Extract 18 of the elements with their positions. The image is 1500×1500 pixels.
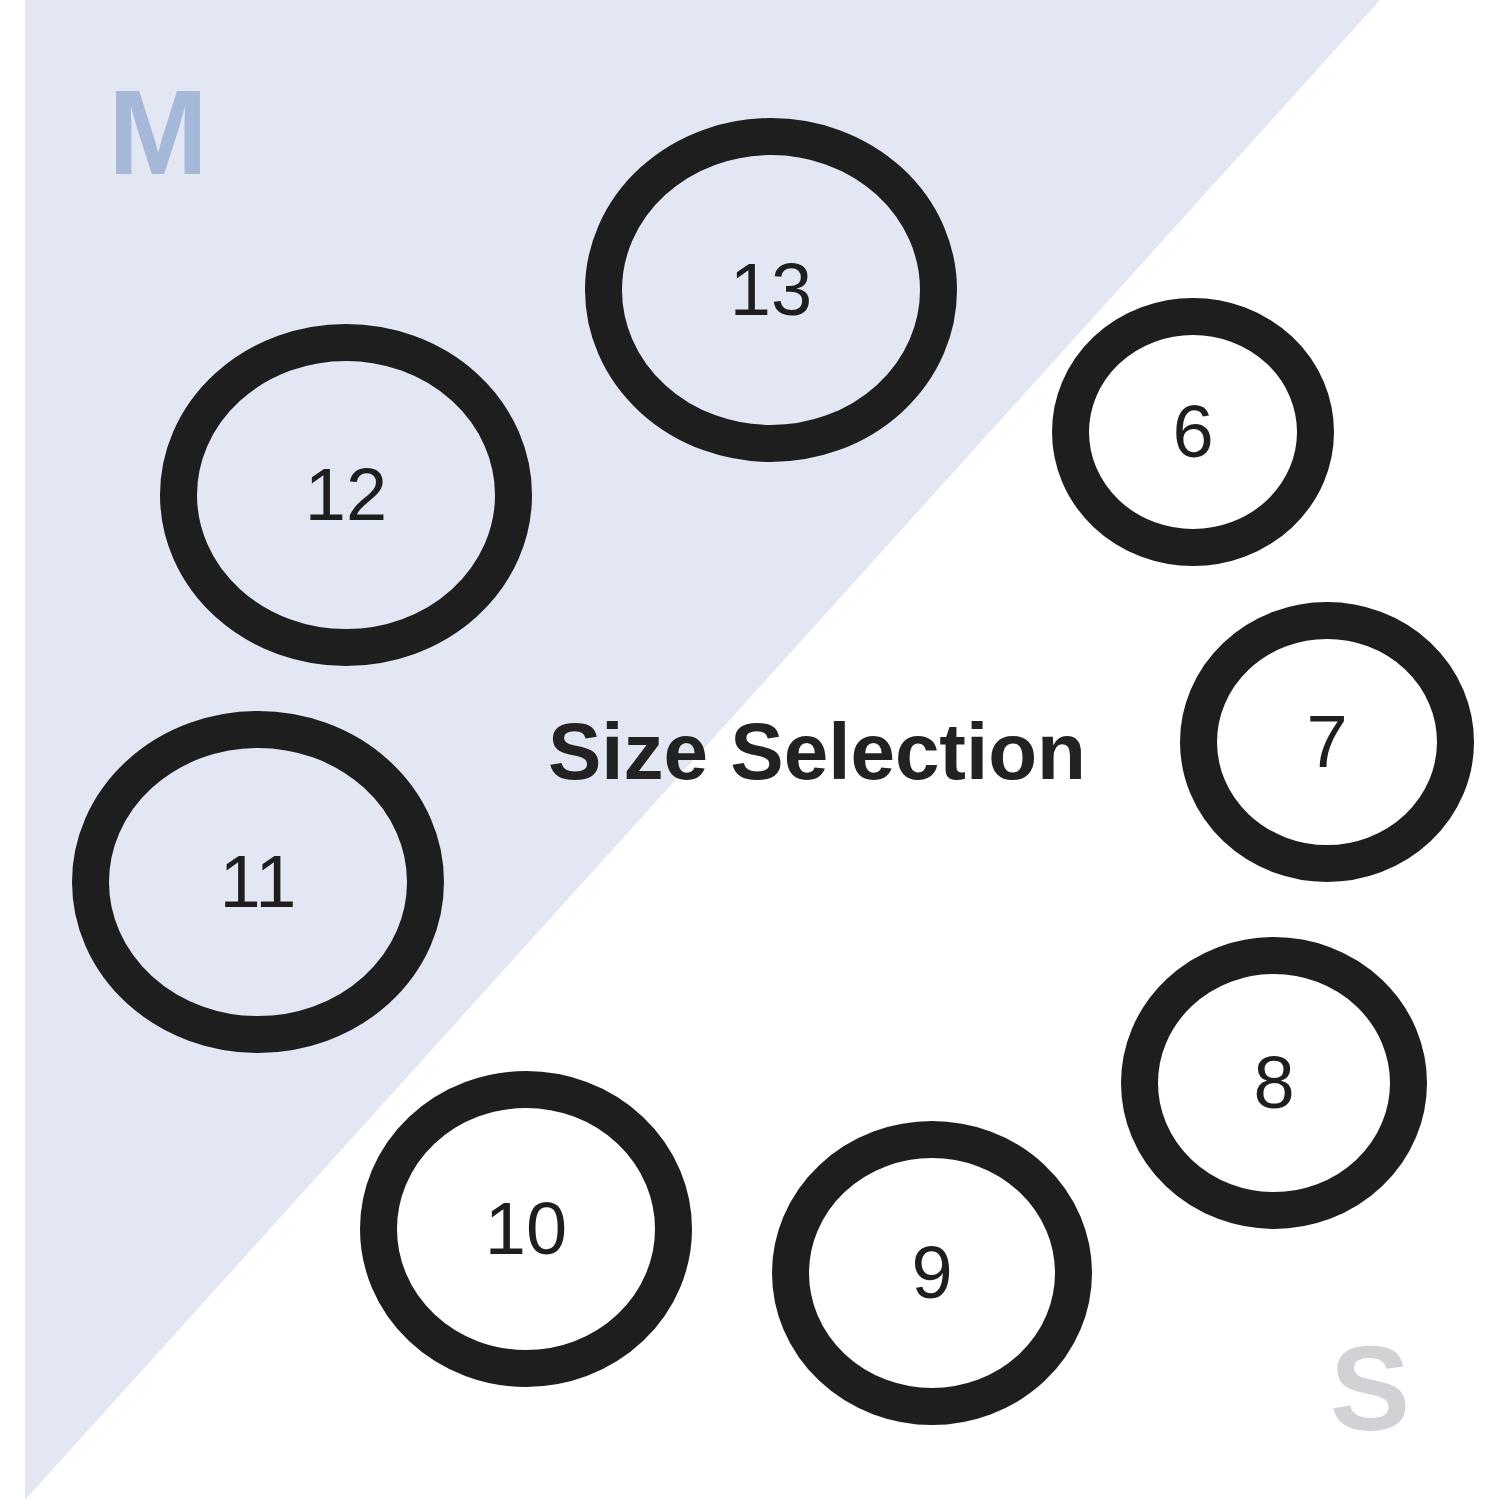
ring <box>772 1121 1092 1425</box>
size-number: 13 <box>729 253 813 327</box>
size-number: 12 <box>304 458 388 532</box>
ring <box>585 118 957 462</box>
size-number: 6 <box>1172 395 1214 469</box>
ring <box>160 324 532 666</box>
size-number: 11 <box>219 845 297 919</box>
title: Size Selection <box>548 712 1086 792</box>
size-letter: M <box>108 72 208 192</box>
ring <box>360 1071 692 1387</box>
size-number: 9 <box>911 1236 953 1310</box>
size-number: 8 <box>1253 1046 1295 1120</box>
ring <box>72 711 444 1053</box>
size-number: 7 <box>1306 705 1348 779</box>
ring <box>1121 937 1427 1229</box>
ring <box>1180 602 1474 882</box>
ring <box>1052 298 1334 566</box>
size-number: 10 <box>484 1192 568 1266</box>
